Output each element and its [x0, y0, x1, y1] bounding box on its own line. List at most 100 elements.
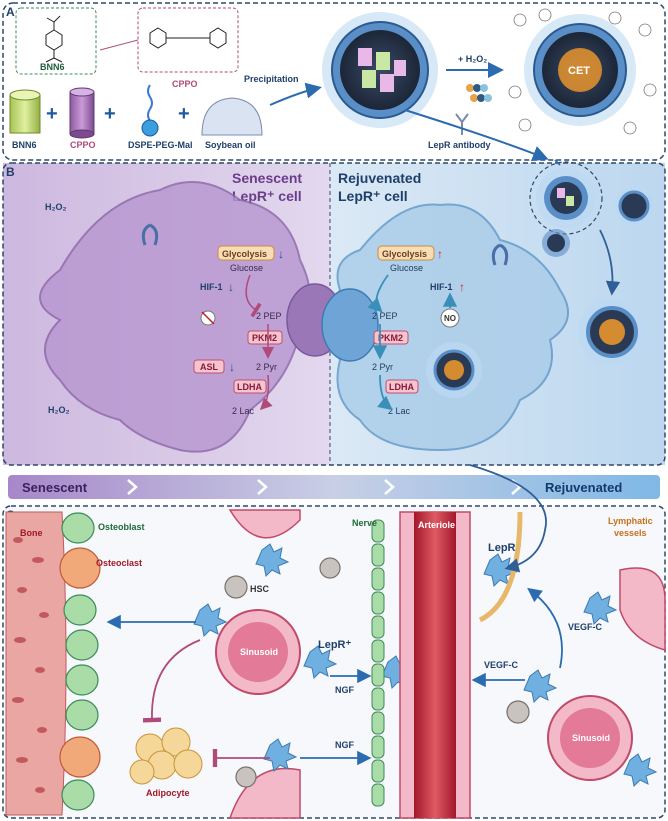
- antibody-arrow: [404, 109, 549, 161]
- asl-label: ASL: [200, 362, 219, 372]
- panel-a: A BNN6 CPPO BNN6 + CPPO: [2, 2, 666, 161]
- hif1-label: HIF-1: [200, 282, 223, 292]
- ldha-badge: [233, 379, 267, 394]
- panel-a-letter: A: [6, 5, 15, 19]
- vegfc-label-upper: VEGF-C: [568, 622, 603, 632]
- pkm2-badge: [373, 330, 409, 345]
- component-cppo: CPPO: [70, 140, 96, 150]
- h2o2-label-top: H₂O₂: [45, 202, 67, 212]
- bar-rejuvenated-label: Rejuvenated: [545, 480, 622, 495]
- down-arrow-icon: ↓: [228, 280, 234, 294]
- senescent-title-line1: Senescent: [232, 170, 302, 186]
- glucose-label: Glucose: [390, 263, 423, 273]
- no-label: NO: [444, 314, 456, 323]
- lepr-receptor-icon: [491, 243, 509, 266]
- glucose-pep-arrow: [367, 274, 389, 313]
- rejuvenated-nucleus: [321, 288, 379, 362]
- cet-nanoparticle-icon: [426, 342, 482, 398]
- ngf-label-lower: NGF: [335, 740, 355, 750]
- component-bnn6: BNN6: [12, 140, 37, 150]
- inhibit-adipocyte: [142, 639, 201, 723]
- panel-b: B Senescent LepR⁺ cell Rejuvenated LepR⁺…: [2, 159, 666, 499]
- nanoparticle-icon: [614, 186, 654, 226]
- panel-b-letter: B: [6, 165, 15, 179]
- component-soybean-oil: Soybean oil: [205, 140, 256, 150]
- pyr-label: 2 Pyr: [372, 362, 393, 372]
- precipitation-arrow: [269, 82, 322, 106]
- h2o2-label: + H₂O₂: [458, 54, 487, 64]
- nanoparticle-icon: [542, 229, 570, 257]
- hsc-cell: [224, 575, 248, 599]
- glycolysis-badge: [377, 245, 435, 261]
- lepr-label-right: LepR⁺: [488, 542, 522, 554]
- sinusoid-label: Sinusoid: [572, 733, 610, 743]
- hsc-label: HSC: [250, 584, 270, 594]
- sinusoid-top: [228, 509, 301, 539]
- cet-nanoparticle-icon: [578, 298, 646, 366]
- up-arrow-icon: ↑: [459, 280, 465, 294]
- inhibit-path: [245, 274, 262, 318]
- glycolysis-label: Glycolysis: [222, 249, 267, 259]
- aging-gradient-bar: [8, 475, 660, 499]
- sinusoid-vessel: [215, 609, 301, 695]
- arteriole-lumen: [414, 512, 456, 818]
- bar-senescent-label: Senescent: [22, 480, 88, 495]
- adipocyte-cluster: [129, 727, 203, 785]
- no-badge: [440, 308, 460, 328]
- bone-label: Bone: [20, 528, 43, 538]
- precipitation-label: Precipitation: [244, 74, 299, 84]
- bnn6-inset-label: BNN6: [40, 62, 65, 72]
- rejuvenated-title-line1: Rejuvenated: [338, 170, 421, 186]
- cppo-cylinder-icon: [69, 87, 95, 139]
- pkm2-badge: [247, 330, 283, 345]
- osteoclast-label: Osteoclast: [96, 558, 142, 568]
- ngf-label-upper: NGF: [335, 685, 355, 695]
- panel-b-frame: [2, 162, 666, 466]
- hsc-cell: [506, 700, 530, 724]
- plus-icon: +: [104, 103, 116, 125]
- senescent-title-line2: LepR⁺ cell: [232, 188, 302, 204]
- cppo-inset-label: CPPO: [172, 79, 198, 89]
- lepr-antibody-label: LepR antibody: [428, 140, 491, 150]
- up-arrow-icon: ↑: [437, 247, 443, 261]
- bnn6-prism-icon: [9, 89, 41, 134]
- nerve-label: Nerve: [352, 518, 377, 528]
- lepr-label-center: LepR⁺: [318, 639, 352, 651]
- pyr-label: 2 Pyr: [256, 362, 277, 372]
- h2o2-molecule-icon: [466, 84, 492, 102]
- sinusoid-bottom: [228, 767, 301, 819]
- pyr-lac-arrow: [259, 374, 273, 411]
- cet-label: CET: [568, 65, 590, 77]
- lymphatic-vessel: [478, 511, 523, 623]
- adipocyte-label: Adipocyte: [146, 788, 190, 798]
- glucose-label: Glucose: [230, 263, 263, 273]
- dspe-peg-mal-icon: [141, 84, 159, 137]
- ldha-label: LDHA: [237, 382, 262, 392]
- hif1-label: HIF-1: [430, 282, 453, 292]
- lepr-receptor-icon: [141, 223, 159, 246]
- down-arrow-icon: ↓: [278, 247, 284, 261]
- vegfc-arrow-up: [527, 587, 563, 669]
- cppo-structure-inset: [137, 7, 239, 73]
- no-bubbles: [508, 8, 657, 135]
- delivery-arrow: [469, 464, 547, 573]
- nanoparticle-icon: [536, 168, 596, 228]
- pep-label: 2 PEP: [372, 311, 398, 321]
- sinusoid-partial: [619, 567, 666, 651]
- lymphatic-label-line1: Lymphatic: [608, 516, 653, 526]
- glycolysis-badge: [217, 245, 275, 261]
- glycolysis-label: Glycolysis: [382, 249, 427, 259]
- pkm2-label: PKM2: [378, 333, 403, 343]
- sinusoid-vessel: [547, 695, 633, 781]
- vegfc-label-lower: VEGF-C: [484, 660, 519, 670]
- lac-label: 2 Lac: [232, 406, 255, 416]
- hsc-cell: [235, 766, 257, 788]
- pyr-lac-arrow: [377, 374, 393, 411]
- osteoclast-cells: [59, 547, 101, 778]
- pep-label: 2 PEP: [256, 311, 282, 321]
- cppo-structure-icon: [149, 27, 227, 49]
- pkm2-label: PKM2: [252, 333, 277, 343]
- lac-label: 2 Lac: [388, 406, 411, 416]
- rejuvenated-title-line2: LepR⁺ cell: [338, 188, 408, 204]
- panel-c: C Bone Osteoblast Osteoclast: [2, 464, 666, 819]
